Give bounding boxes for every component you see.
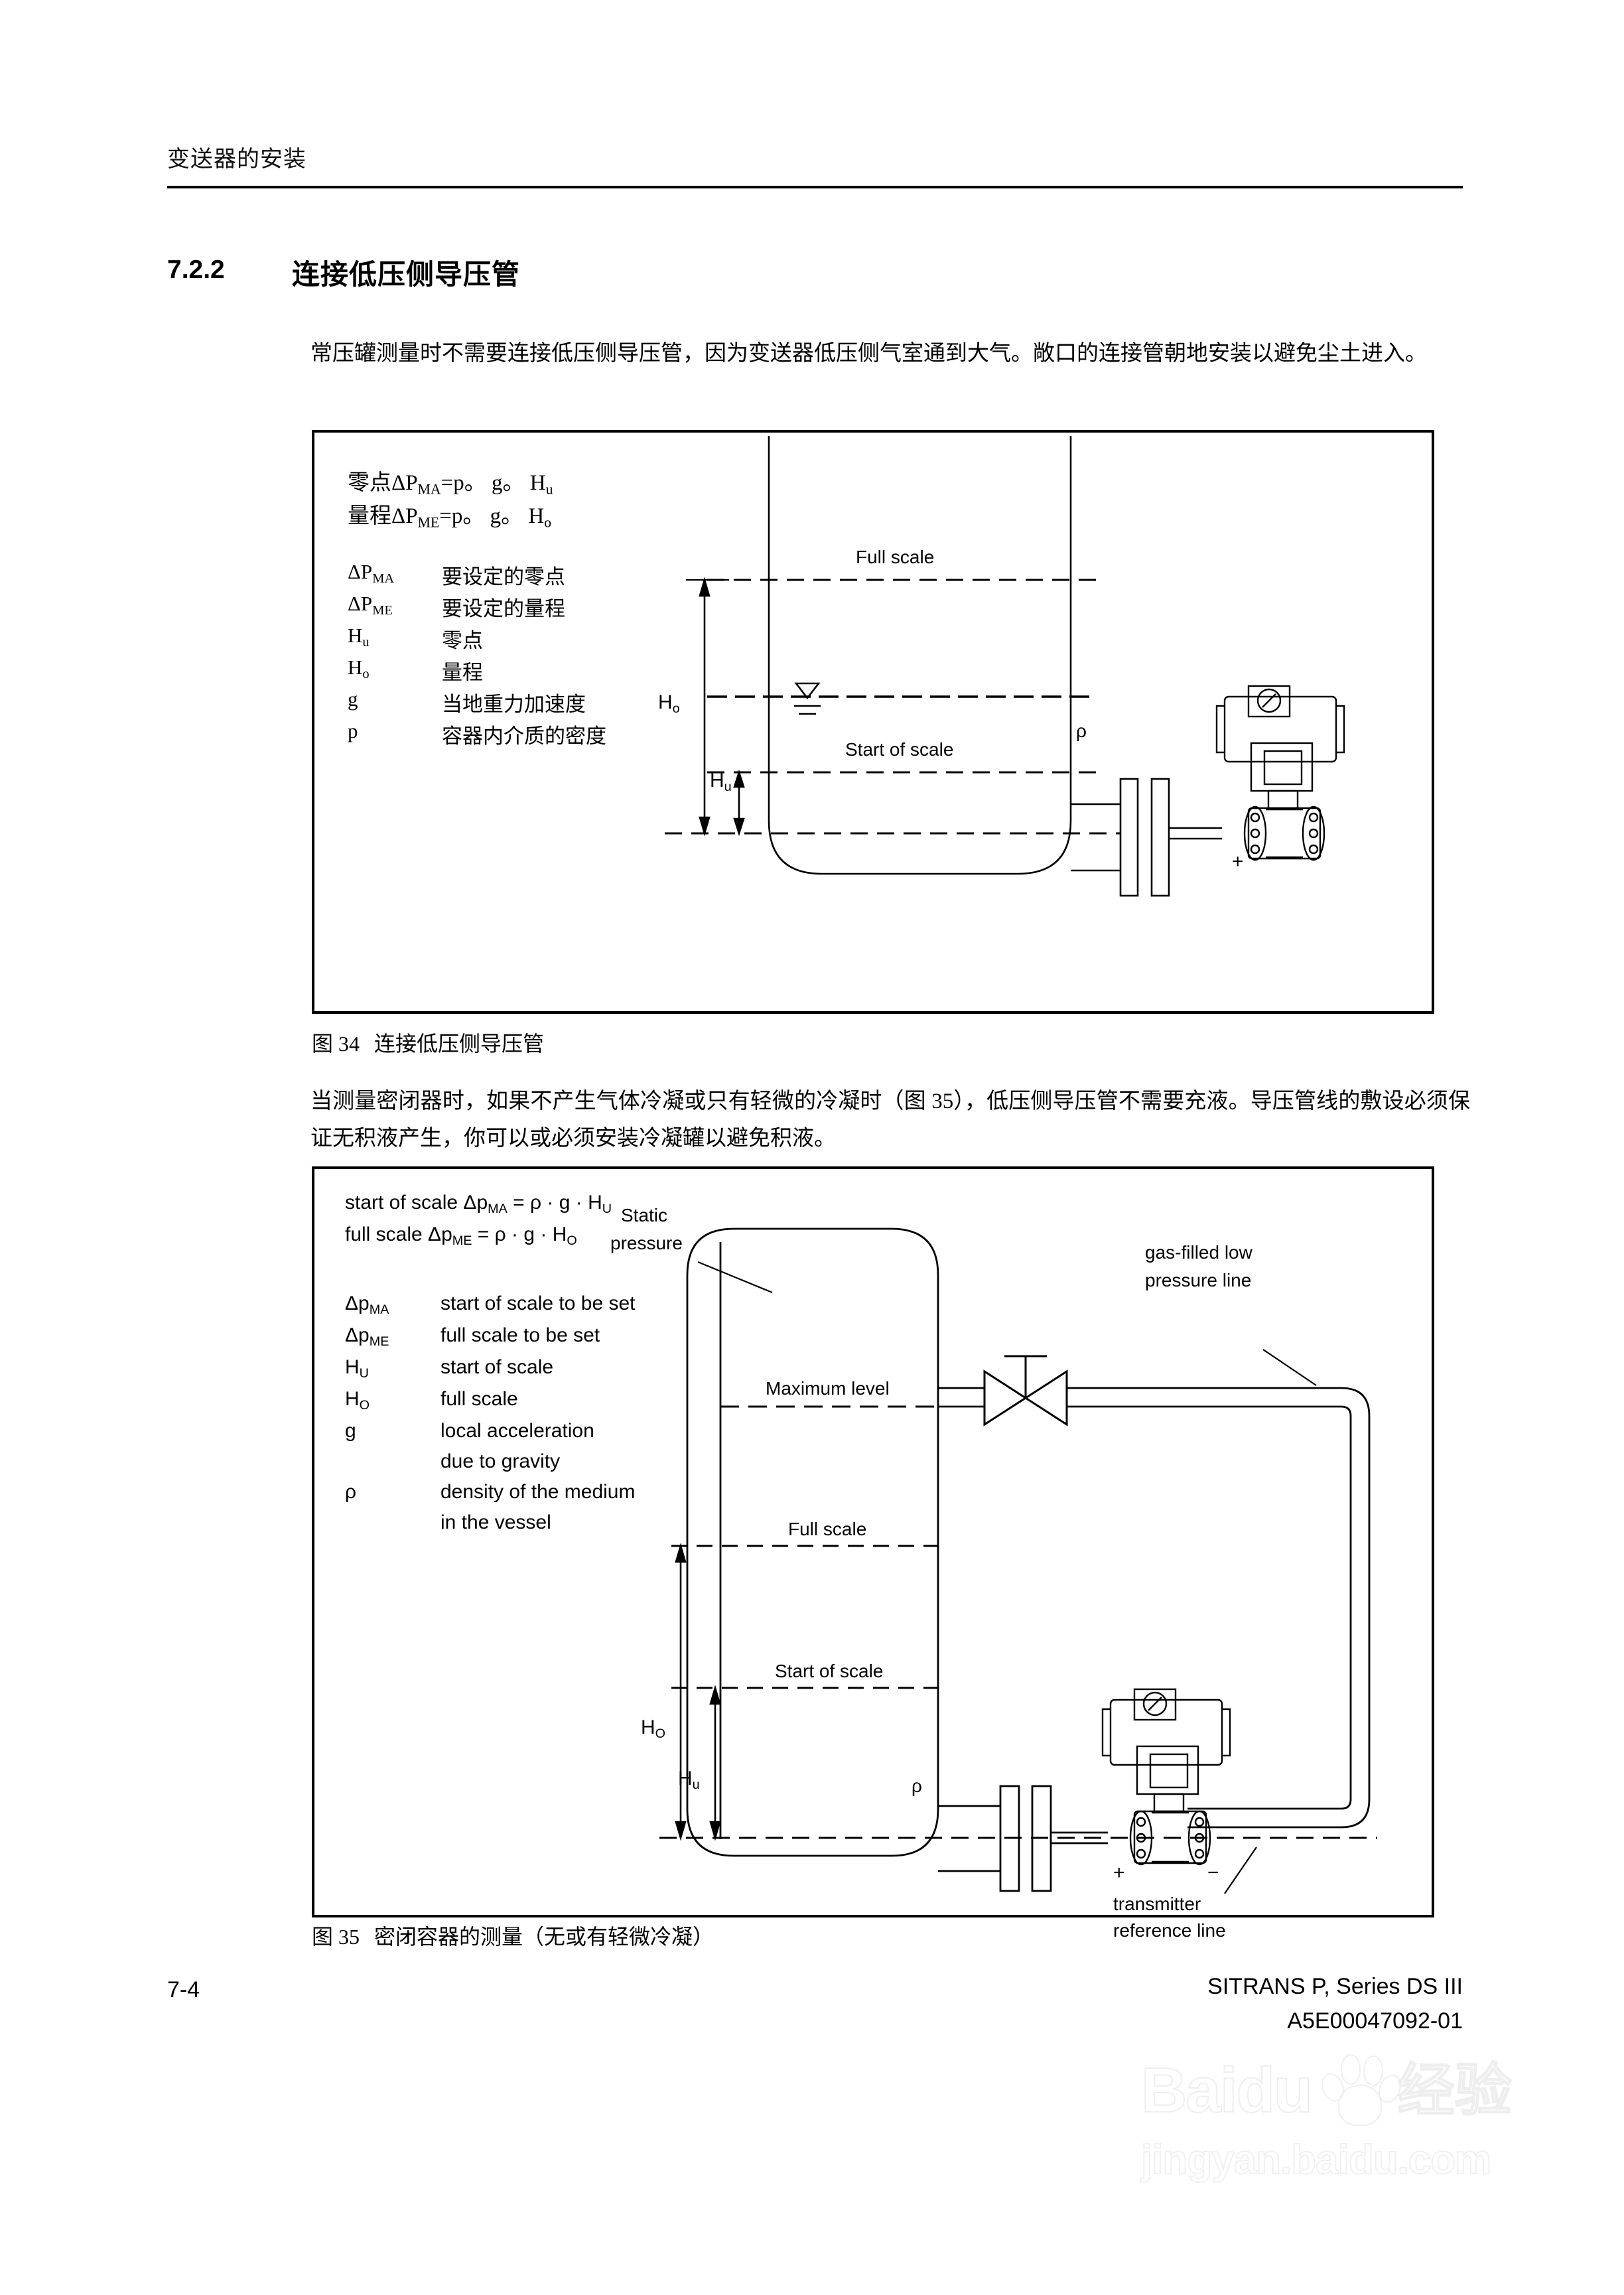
fig34-legend-definition: 要设定的零点 — [442, 565, 565, 589]
fig34-legend-symbol: ΔPME — [348, 592, 393, 618]
fig34-label-hu: Hu — [710, 770, 732, 794]
fig35-label-gas-filled-line1: gas-filled low — [1145, 1242, 1252, 1263]
fig35-label-static-pressure-line1: Static — [621, 1205, 668, 1225]
fig35-formula-full-scale: full scale ΔpME = ρ · g · HO — [345, 1223, 577, 1248]
figure-35-caption-label: 图 35 — [312, 1925, 360, 1949]
fig35-legend-symbol: g — [345, 1420, 356, 1442]
fig35-legend-symbol: ΔpMA — [345, 1292, 389, 1317]
fig35-legend-definition: full scale to be set — [440, 1324, 600, 1346]
fig35-legend-definition-cont: in the vessel — [440, 1511, 551, 1533]
watermark-brand: Baidu — [1140, 2055, 1314, 2126]
fig34-legend-symbol: g — [348, 687, 358, 711]
baidu-jingyan-watermark: Baidu 经验 jingyan.baidu.com — [1140, 2054, 1599, 2253]
fig34-legend-definition: 容器内介质的密度 — [442, 725, 606, 748]
section-title: 连接低压侧导压管 — [292, 259, 521, 290]
fig34-formula-span: 量程ΔPME=p。 g。 Ho — [348, 504, 552, 531]
fig35-vessel-drawing — [659, 1227, 1377, 1894]
fig35-label-minus: − — [1207, 1862, 1219, 1884]
fig35-label-transmitter-ref-line1: transmitter — [1113, 1894, 1201, 1914]
fig35-label-ho: HO — [641, 1716, 666, 1741]
fig34-label-full-scale: Full scale — [856, 547, 935, 567]
fig34-label-start-of-scale: Start of scale — [845, 739, 954, 760]
fig35-label-hu: Hu — [678, 1768, 700, 1792]
fig34-legend-symbol: p — [348, 719, 358, 742]
footer-product-name: SITRANS P, Series DS III — [1207, 1974, 1463, 1999]
fig34-legend-symbol: ΔPMA — [348, 560, 395, 587]
fig34-legend-symbol: Hu — [348, 624, 370, 650]
paragraph-closed-vessel: 当测量密闭器时，如果不产生气体冷凝或只有轻微的冷凝时（图 35），低压侧导压管不… — [310, 1089, 1470, 1150]
fig35-label-full-scale: Full scale — [788, 1519, 867, 1539]
fig34-label-plus: + — [1232, 851, 1244, 872]
header-rule — [167, 186, 1463, 188]
fig35-legend-definition: local acceleration — [440, 1420, 594, 1442]
fig34-legend-definition: 要设定的量程 — [442, 597, 565, 620]
figure-34: 零点ΔPMA=p。 g。 Hu 量程ΔPME=p。 g。 Ho ΔPMA 要设定… — [312, 430, 1434, 1014]
figure-35-caption: 图 35 密闭容器的测量（无或有轻微冷凝） — [312, 1920, 714, 1951]
fig35-label-static-pressure-line2: pressure — [610, 1233, 683, 1253]
figure-35-caption-text: 密闭容器的测量（无或有轻微冷凝） — [374, 1925, 714, 1949]
fig35-legend-definition: full scale — [440, 1388, 518, 1410]
fig34-legend-definition: 零点 — [442, 629, 483, 652]
fig34-legend-definition: 当地重力加速度 — [442, 693, 586, 716]
footer-document-id: A5E00047092-01 — [1287, 2008, 1463, 2034]
figure-34-caption: 图 34 连接低压侧导压管 — [312, 1027, 544, 1058]
baidu-paw-icon — [1317, 2054, 1405, 2127]
fig34-legend-definition: 量程 — [442, 661, 483, 684]
figure-34-caption-label: 图 34 — [312, 1032, 360, 1056]
figure-35: start of scale ΔpMA = ρ · g · HU full sc… — [312, 1166, 1434, 1941]
section-number: 7.2.2 — [167, 255, 225, 284]
fig35-label-start-of-scale: Start of scale — [775, 1661, 884, 1681]
fig35-label-maximum-level: Maximum level — [766, 1378, 890, 1399]
fig35-legend-symbol: ρ — [345, 1481, 357, 1503]
fig35-formula-start-of-scale: start of scale ΔpMA = ρ · g · HU — [345, 1192, 612, 1216]
running-header: 变送器的安装 — [167, 147, 306, 172]
fig35-label-rho: ρ — [912, 1775, 922, 1796]
fig35-label-gas-filled-line2: pressure line — [1145, 1270, 1252, 1290]
fig35-legend-symbol: ΔpME — [345, 1324, 389, 1349]
fig35-legend-symbol: HU — [345, 1356, 369, 1381]
fig34-legend-symbol: Ho — [348, 656, 370, 682]
fig34-tank-drawing — [665, 436, 1345, 897]
fig35-legend-definition: start of scale — [440, 1356, 554, 1378]
figure-34-caption-text: 连接低压侧导压管 — [374, 1032, 545, 1056]
fig34-label-ho: Ho — [658, 691, 680, 716]
footer-page-number: 7-4 — [167, 1977, 200, 2002]
fig35-legend-definition: start of scale to be set — [440, 1292, 636, 1314]
fig35-label-plus: + — [1113, 1862, 1125, 1884]
fig35-label-transmitter-ref-line2: reference line — [1113, 1920, 1226, 1941]
fig35-legend-definition: density of the medium — [440, 1481, 636, 1503]
paragraph-intro: 常压罐测量时不需要连接低压侧导压管，因为变送器低压侧气室通到大气。敞口的连接管朝… — [310, 342, 1427, 366]
fig34-label-rho: ρ — [1076, 721, 1087, 741]
fig34-formula-zero-point: 零点ΔPMA=p。 g。 Hu — [348, 471, 553, 498]
footer-document-info: SITRANS P, Series DS III A5E00047092-01 — [1207, 1969, 1463, 2038]
watermark-url: jingyan.baidu.com — [1140, 2136, 1492, 2184]
fig35-legend-definition-cont: due to gravity — [440, 1450, 561, 1472]
fig35-legend-symbol: HO — [345, 1388, 370, 1413]
watermark-brand-cn: 经验 — [1397, 2059, 1513, 2122]
